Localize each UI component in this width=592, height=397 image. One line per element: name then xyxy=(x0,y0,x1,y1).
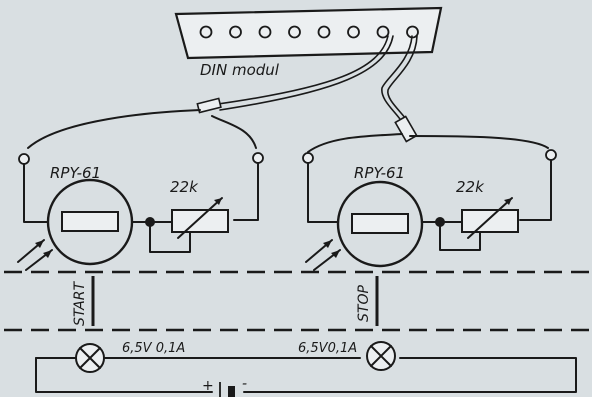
cable-right xyxy=(381,35,413,123)
din-pin xyxy=(229,25,242,39)
din-pin xyxy=(258,25,272,39)
sensor-left-pot: 22k xyxy=(170,178,199,196)
din-pin xyxy=(288,25,301,39)
terminal-right-1 xyxy=(302,152,314,164)
din-pin xyxy=(199,25,213,39)
potentiometer-left xyxy=(171,209,229,233)
din-connector xyxy=(174,6,443,60)
photoresistor-right-element xyxy=(351,213,409,234)
terminal-right-2 xyxy=(545,149,557,161)
terminal-left-2 xyxy=(252,152,264,164)
potentiometer-right xyxy=(461,209,519,233)
lead-right-a xyxy=(307,133,403,153)
lamp-left-label: 6,5V 0,1A xyxy=(122,341,185,356)
sensor-right-pot: 22k xyxy=(456,178,485,196)
din-pin xyxy=(376,25,390,39)
din-module-label: DIN modul xyxy=(200,61,280,79)
sensor-circuit-right: RPY-61 22k xyxy=(305,159,552,271)
sensor-circuit-left: RPY-61 22k xyxy=(17,162,259,271)
battery-minus-label: - xyxy=(242,376,247,392)
lead-left-a xyxy=(27,109,201,149)
photoresistor-right xyxy=(336,180,424,268)
battery-plus-label: + xyxy=(202,378,214,394)
sensor-right-type: RPY-61 xyxy=(354,164,405,182)
lamp-right-label: 6,5V0,1A xyxy=(298,341,357,356)
gate-start-label: START xyxy=(72,281,88,326)
gate-stop-label: STOP xyxy=(356,285,372,322)
lamp-circuit: 6,5V 0,1A 6,5V0,1A + - xyxy=(35,341,577,397)
cable-sleeve-right xyxy=(394,115,418,143)
din-pin xyxy=(347,25,360,39)
battery-plate-negative xyxy=(228,386,235,397)
terminal-left-1 xyxy=(18,153,30,165)
cable-right-b xyxy=(387,35,418,123)
cable-left xyxy=(217,35,389,105)
cable-left-b xyxy=(219,35,394,111)
cable-sleeve-left xyxy=(196,97,222,114)
lead-left-b xyxy=(211,115,257,149)
din-pin xyxy=(317,25,331,39)
sensor-left-type: RPY-61 xyxy=(50,164,101,182)
photoresistor-left-element xyxy=(61,211,119,232)
lead-right-b xyxy=(409,135,549,149)
din-pins xyxy=(199,25,419,39)
